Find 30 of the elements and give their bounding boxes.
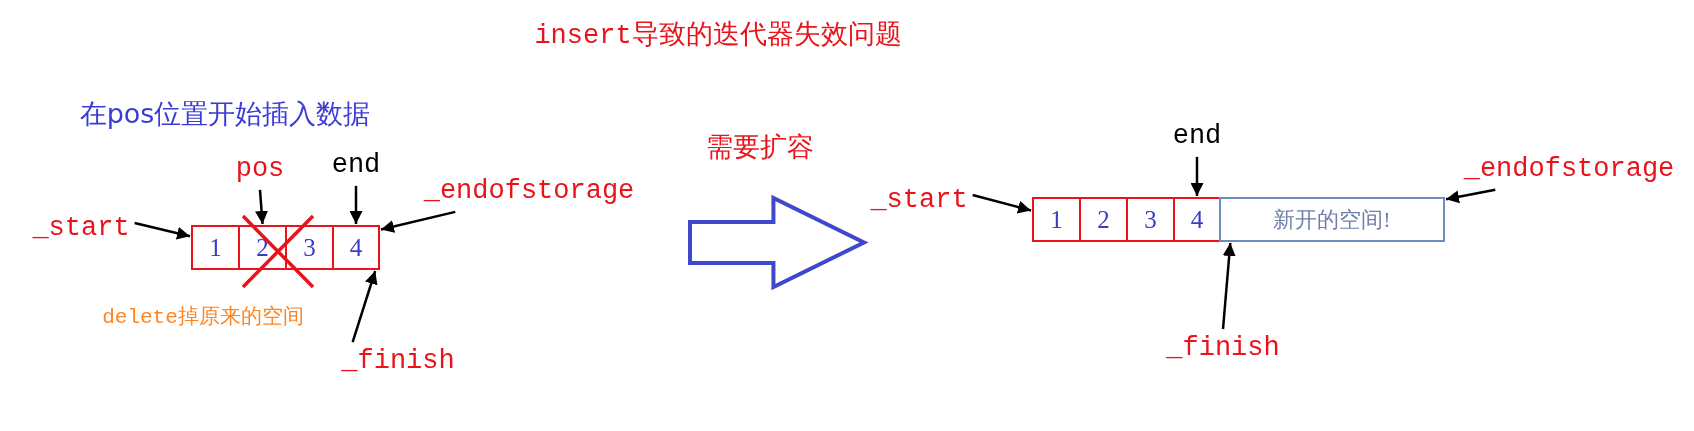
arrow bbox=[1445, 188, 1496, 204]
pointer-label: _endofstorage bbox=[423, 177, 635, 207]
arrow bbox=[380, 210, 456, 233]
block-arrow bbox=[688, 196, 866, 289]
pointer-label: pos bbox=[235, 155, 285, 185]
pointer-label: end bbox=[1172, 122, 1222, 152]
arrow bbox=[972, 193, 1032, 214]
arrow bbox=[255, 189, 269, 225]
arrow bbox=[1190, 156, 1204, 196]
note: delete掉原来的空间 bbox=[102, 306, 304, 330]
arrow bbox=[134, 221, 191, 240]
pointer-label: _start bbox=[870, 186, 968, 216]
pointer-label: _endofstorage bbox=[1463, 155, 1675, 185]
pointer-label: _finish bbox=[1166, 334, 1280, 364]
array-cell: 4 bbox=[1173, 197, 1221, 242]
storage-box: 新开的空间! bbox=[1219, 197, 1445, 242]
array-cell: 2 bbox=[1079, 197, 1128, 242]
arrow bbox=[349, 185, 363, 224]
array-cell: 1 bbox=[191, 225, 240, 270]
arrow bbox=[1221, 242, 1236, 330]
pointer-label: end bbox=[331, 151, 381, 181]
heading: 在pos位置开始插入数据 bbox=[79, 99, 371, 129]
array-cell: 3 bbox=[1126, 197, 1175, 242]
array-cell: 4 bbox=[332, 225, 380, 270]
note: 需要扩容 bbox=[706, 132, 814, 162]
arrow bbox=[351, 270, 378, 343]
array-cell: 1 bbox=[1032, 197, 1081, 242]
pointer-label: _start bbox=[32, 214, 130, 244]
pointer-label: _finish bbox=[341, 347, 455, 377]
title: insert导致的迭代器失效问题 bbox=[534, 22, 902, 52]
